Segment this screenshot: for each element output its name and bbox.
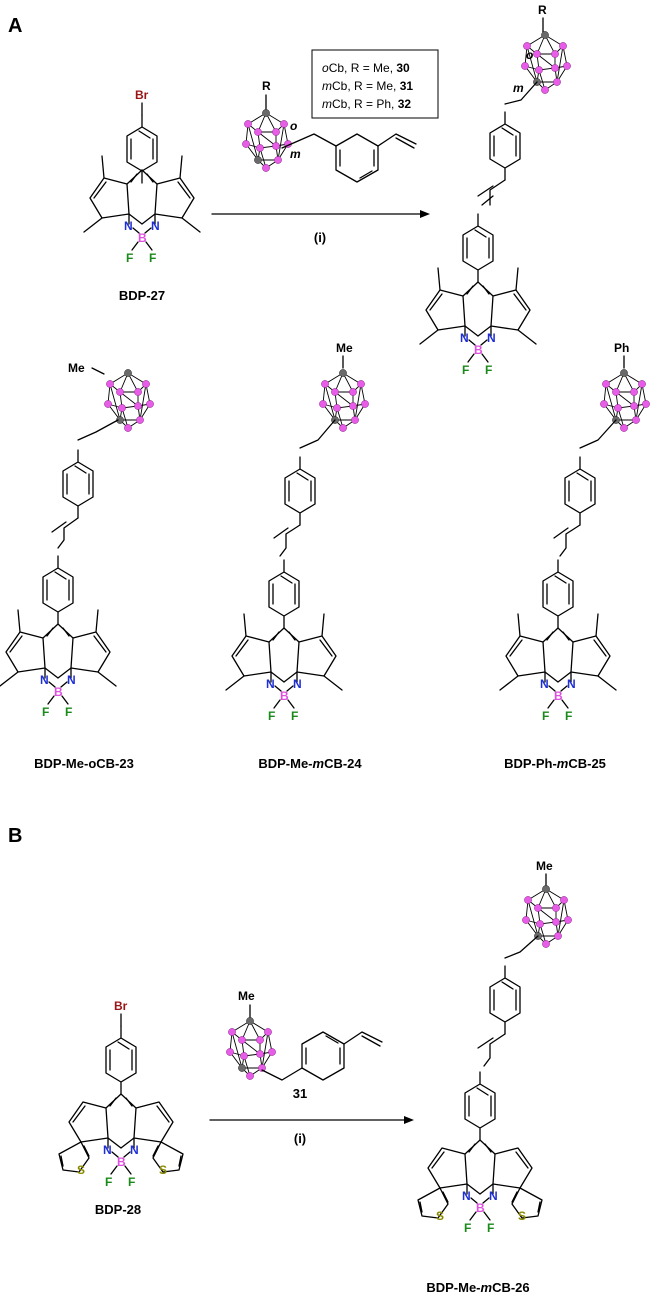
svg-text:F: F (542, 709, 549, 723)
compound-bdp-28: Br N N B F F S S BDP-28 (58, 999, 184, 1217)
compound-generic-product-a: R o m N N B F F (419, 3, 572, 377)
svg-text:S: S (436, 1209, 444, 1223)
svg-text:N: N (293, 677, 302, 691)
svg-text:N: N (489, 1189, 498, 1203)
svg-text:B: B (117, 1155, 126, 1169)
svg-text:o: o (526, 48, 533, 62)
svg-text:N: N (540, 677, 549, 691)
svg-text:N: N (124, 219, 133, 233)
svg-text:N: N (487, 331, 496, 345)
svg-text:F: F (149, 251, 156, 265)
svg-text:m: m (290, 147, 301, 161)
svg-text:N: N (130, 1143, 139, 1157)
svg-text:S: S (159, 1163, 167, 1177)
compound-bdp-me-mcb-24: Me N N B F F BDP-Me-mCB-24 (225, 341, 370, 771)
reagent-styryl-carborane-a: R o m (241, 79, 417, 183)
svg-text:N: N (103, 1143, 112, 1157)
label-bdp-me-mcb-24: BDP-Me-mCB-24 (258, 756, 362, 771)
panel-b-label: B (8, 825, 22, 847)
svg-text:Ph: Ph (614, 341, 629, 355)
reaction-arrow-a: (i) (211, 210, 430, 245)
svg-text:F: F (464, 1221, 471, 1235)
svg-text:F: F (65, 705, 72, 719)
bromine-atom: Br (114, 999, 128, 1013)
svg-text:N: N (40, 673, 49, 687)
legend-item-32: mCb, R = Ph, 32 (322, 97, 411, 111)
svg-text:N: N (460, 331, 469, 345)
svg-text:N: N (151, 219, 160, 233)
bromine-atom: Br (135, 88, 149, 102)
svg-text:F: F (128, 1175, 135, 1189)
label-bdp-28: BDP-28 (95, 1202, 141, 1217)
label-bdp-27: BDP-27 (119, 288, 165, 303)
svg-text:Me: Me (68, 361, 85, 375)
svg-text:B: B (474, 343, 483, 357)
reagent-31: Me 31 (225, 989, 383, 1101)
svg-text:F: F (42, 705, 49, 719)
svg-text:B: B (554, 689, 563, 703)
svg-text:F: F (565, 709, 572, 723)
compound-bdp-27: Br N N B F F BDP-27 (83, 88, 201, 303)
condition-i-b: (i) (294, 1131, 306, 1146)
compound-bdp-me-mcb-26: Me N N B F F S S BDP-Me-mCB-26 (417, 859, 573, 1295)
svg-text:m: m (513, 81, 524, 95)
svg-text:F: F (485, 363, 492, 377)
label-bdp-me-ocb-23: BDP-Me-oCB-23 (34, 756, 134, 771)
svg-text:Me: Me (238, 989, 255, 1003)
svg-text:F: F (462, 363, 469, 377)
svg-text:N: N (266, 677, 275, 691)
reagent-legend-box: oCb, R = Me, 30 mCb, R = Me, 31 mCb, R =… (311, 49, 439, 119)
label-bdp-me-mcb-26: BDP-Me-mCB-26 (426, 1280, 529, 1295)
compound-bdp-ph-mcb-25: Ph N N B F F BDP-Ph-mCB-25 (499, 341, 651, 771)
svg-text:Me: Me (336, 341, 353, 355)
condition-i-a: (i) (314, 230, 326, 245)
svg-text:F: F (487, 1221, 494, 1235)
svg-text:o: o (290, 119, 297, 133)
reaction-arrow-b: (i) (209, 1116, 414, 1146)
svg-text:F: F (291, 709, 298, 723)
legend-item-30: oCb, R = Me, 30 (322, 61, 410, 75)
svg-text:R: R (262, 79, 271, 93)
svg-text:F: F (126, 251, 133, 265)
svg-text:F: F (268, 709, 275, 723)
panel-a-label: A (8, 15, 22, 37)
svg-text:F: F (105, 1175, 112, 1189)
svg-text:Me: Me (536, 859, 553, 873)
svg-text:R: R (538, 3, 547, 17)
svg-text:S: S (518, 1209, 526, 1223)
svg-text:S: S (77, 1163, 85, 1177)
svg-text:N: N (462, 1189, 471, 1203)
label-bdp-ph-mcb-25: BDP-Ph-mCB-25 (504, 756, 606, 771)
svg-text:N: N (67, 673, 76, 687)
svg-text:N: N (567, 677, 576, 691)
svg-text:B: B (476, 1201, 485, 1215)
reagent-number-31: 31 (293, 1086, 307, 1101)
legend-item-31: mCb, R = Me, 31 (322, 79, 413, 93)
compound-bdp-me-ocb-23: Me N N B F F BDP-Me-oCB-23 (0, 361, 155, 771)
svg-text:B: B (54, 685, 63, 699)
svg-text:B: B (280, 689, 289, 703)
svg-text:B: B (138, 231, 147, 245)
